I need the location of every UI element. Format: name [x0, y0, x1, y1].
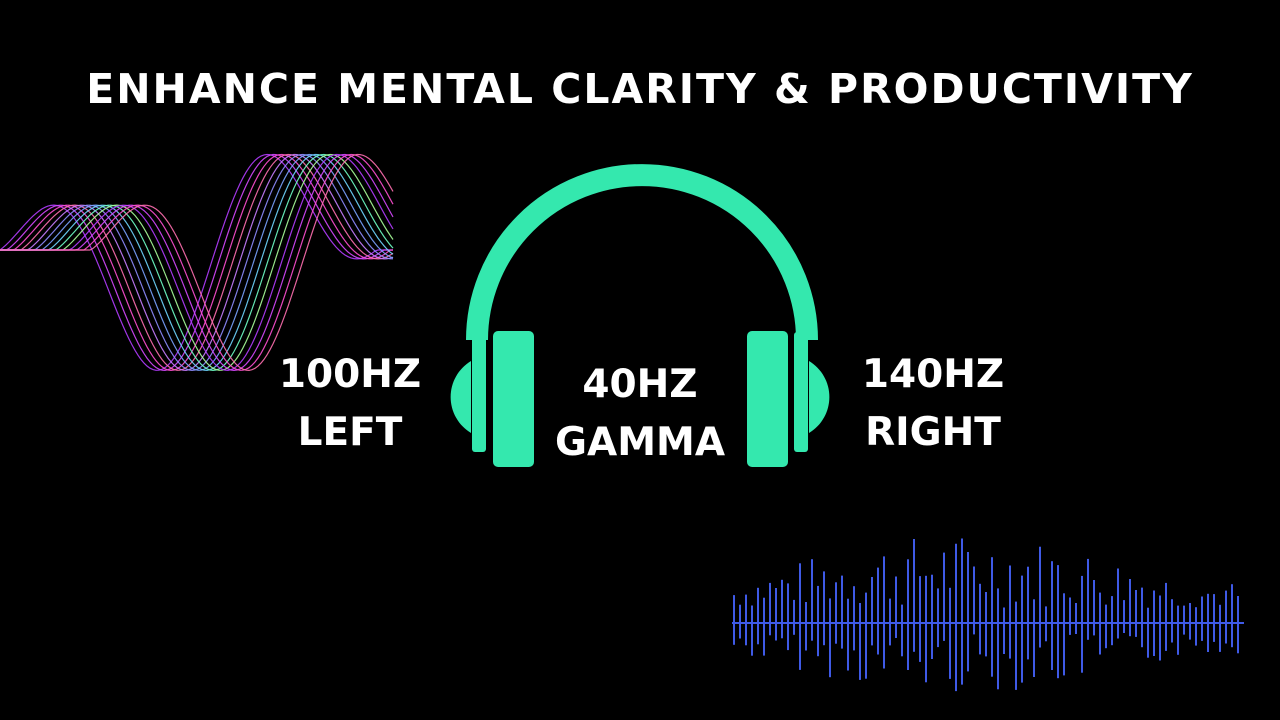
sine-wave-line — [0, 153, 394, 372]
right-frequency: 140HZ — [861, 352, 1005, 397]
beat-frequency-label: 40HZ GAMMA — [540, 356, 740, 472]
sine-wave-line — [0, 153, 394, 372]
sine-wave-line — [0, 153, 393, 371]
left-side: LEFT — [297, 410, 403, 455]
left-channel-label: 100HZ LEFT — [262, 346, 438, 462]
sine-wave-line — [0, 153, 394, 371]
sine-wave-line — [0, 153, 394, 371]
sine-wave-line — [0, 153, 394, 372]
beat-frequency: 40HZ — [582, 362, 698, 407]
beat-band: GAMMA — [555, 420, 725, 465]
page-title: ENHANCE MENTAL CLARITY & PRODUCTIVITY — [86, 65, 1194, 114]
sine-wave-line — [0, 153, 394, 372]
right-channel-label: 140HZ RIGHT — [838, 346, 1028, 462]
right-side: RIGHT — [865, 410, 1001, 455]
left-frequency: 100HZ — [278, 352, 422, 397]
